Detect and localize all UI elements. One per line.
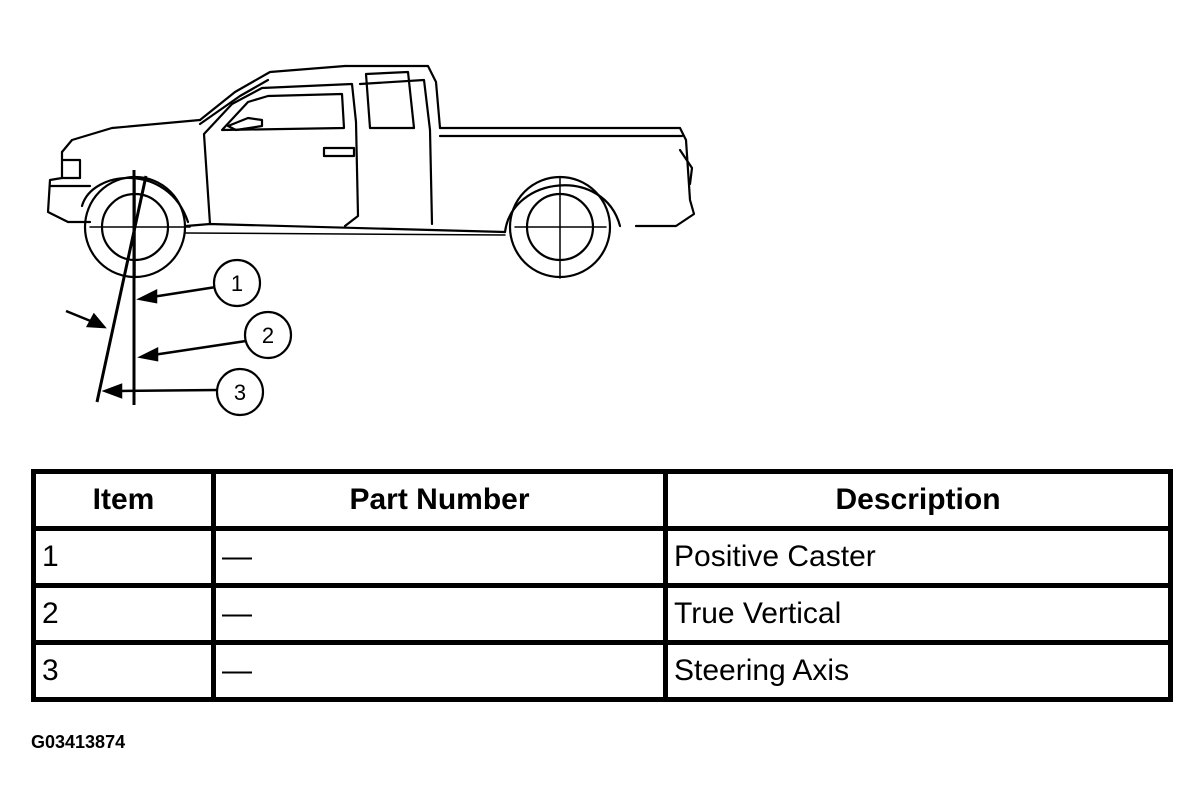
svg-text:1: 1 xyxy=(231,271,243,296)
cell-part-number: — xyxy=(211,583,668,645)
header-item: Item xyxy=(31,469,216,531)
arrowhead-1-icon xyxy=(136,288,158,304)
cell-description: True Vertical xyxy=(663,583,1173,645)
header-description: Description xyxy=(663,469,1173,531)
parts-table: Item Part Number Description 1 — Positiv… xyxy=(31,469,1173,702)
table-row: 2 — True Vertical xyxy=(31,583,1173,645)
steering-axis-line xyxy=(95,175,148,403)
cell-item: 3 xyxy=(31,640,216,702)
callout-1: 1 xyxy=(212,258,262,308)
cell-description: Steering Axis xyxy=(663,640,1173,702)
cell-part-number: — xyxy=(211,526,668,588)
arrowhead-2-icon xyxy=(137,346,159,362)
cell-item: 2 xyxy=(31,583,216,645)
arrowhead-angle-icon xyxy=(85,312,107,329)
callout-2: 2 xyxy=(243,310,293,360)
svg-text:2: 2 xyxy=(262,323,274,348)
leader-arrows xyxy=(65,285,247,399)
callout-3: 3 xyxy=(215,367,265,417)
cell-item: 1 xyxy=(31,526,216,588)
svg-text:3: 3 xyxy=(234,380,246,405)
arrowhead-3-icon xyxy=(101,383,123,399)
table-header-row: Item Part Number Description xyxy=(31,469,1173,531)
caster-diagram: 1 2 3 xyxy=(46,64,696,417)
header-part-number: Part Number xyxy=(211,469,668,531)
pickup-truck-illustration xyxy=(46,64,696,279)
figure-id: G03413874 xyxy=(31,732,126,752)
cell-description: Positive Caster xyxy=(663,526,1173,588)
table-row: 3 — Steering Axis xyxy=(31,640,1173,702)
table-row: 1 — Positive Caster xyxy=(31,526,1173,588)
caster-lines xyxy=(95,170,148,405)
cell-part-number: — xyxy=(211,640,668,702)
